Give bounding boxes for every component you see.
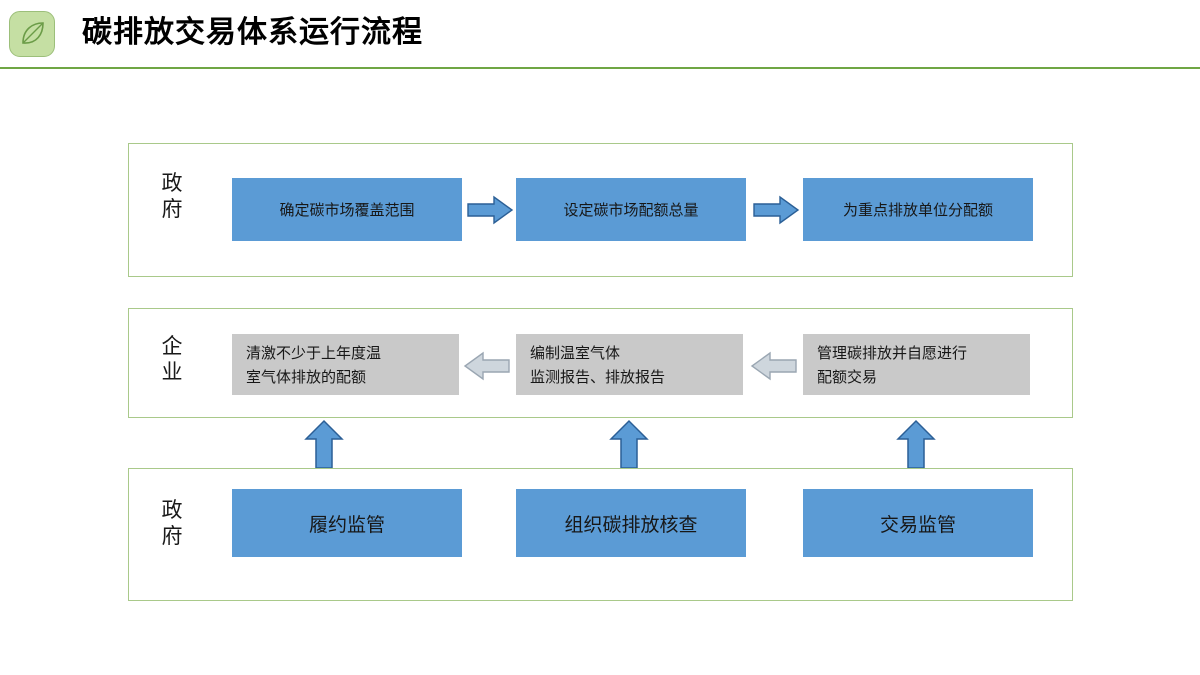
page-title: 碳排放交易体系运行流程 [82,15,423,50]
node-prepare-ghg-reports[interactable]: 编制温室气体 监测报告、排放报告 [516,334,743,395]
node-trading-supervision[interactable]: 交易监管 [803,489,1033,557]
row-label-government-bottom: 政 府 [161,498,183,548]
node-set-allowance-total[interactable]: 设定碳市场配额总量 [516,178,746,241]
arrow-left-icon [750,351,798,381]
node-define-market-scope[interactable]: 确定碳市场覆盖范围 [232,178,462,241]
row-label-enterprise: 企 业 [161,334,183,384]
arrow-left-icon [463,351,511,381]
node-manage-emissions-and-trade[interactable]: 管理碳排放并自愿进行 配额交易 [803,334,1030,395]
row-label-government-top: 政 府 [161,171,183,221]
page-header: 碳排放交易体系运行流程 [0,0,1200,69]
arrow-up-icon [895,419,937,469]
arrow-right-icon [466,195,514,225]
arrow-right-icon [752,195,800,225]
node-organize-emission-verification[interactable]: 组织碳排放核查 [516,489,746,557]
node-compliance-supervision[interactable]: 履约监管 [232,489,462,557]
node-allocate-to-key-emitters[interactable]: 为重点排放单位分配额 [803,178,1033,241]
header-divider [0,67,1200,69]
arrow-up-icon [303,419,345,469]
node-surrender-allowances[interactable]: 清激不少于上年度温 室气体排放的配额 [232,334,459,395]
arrow-up-icon [608,419,650,469]
leaf-icon [9,11,55,57]
